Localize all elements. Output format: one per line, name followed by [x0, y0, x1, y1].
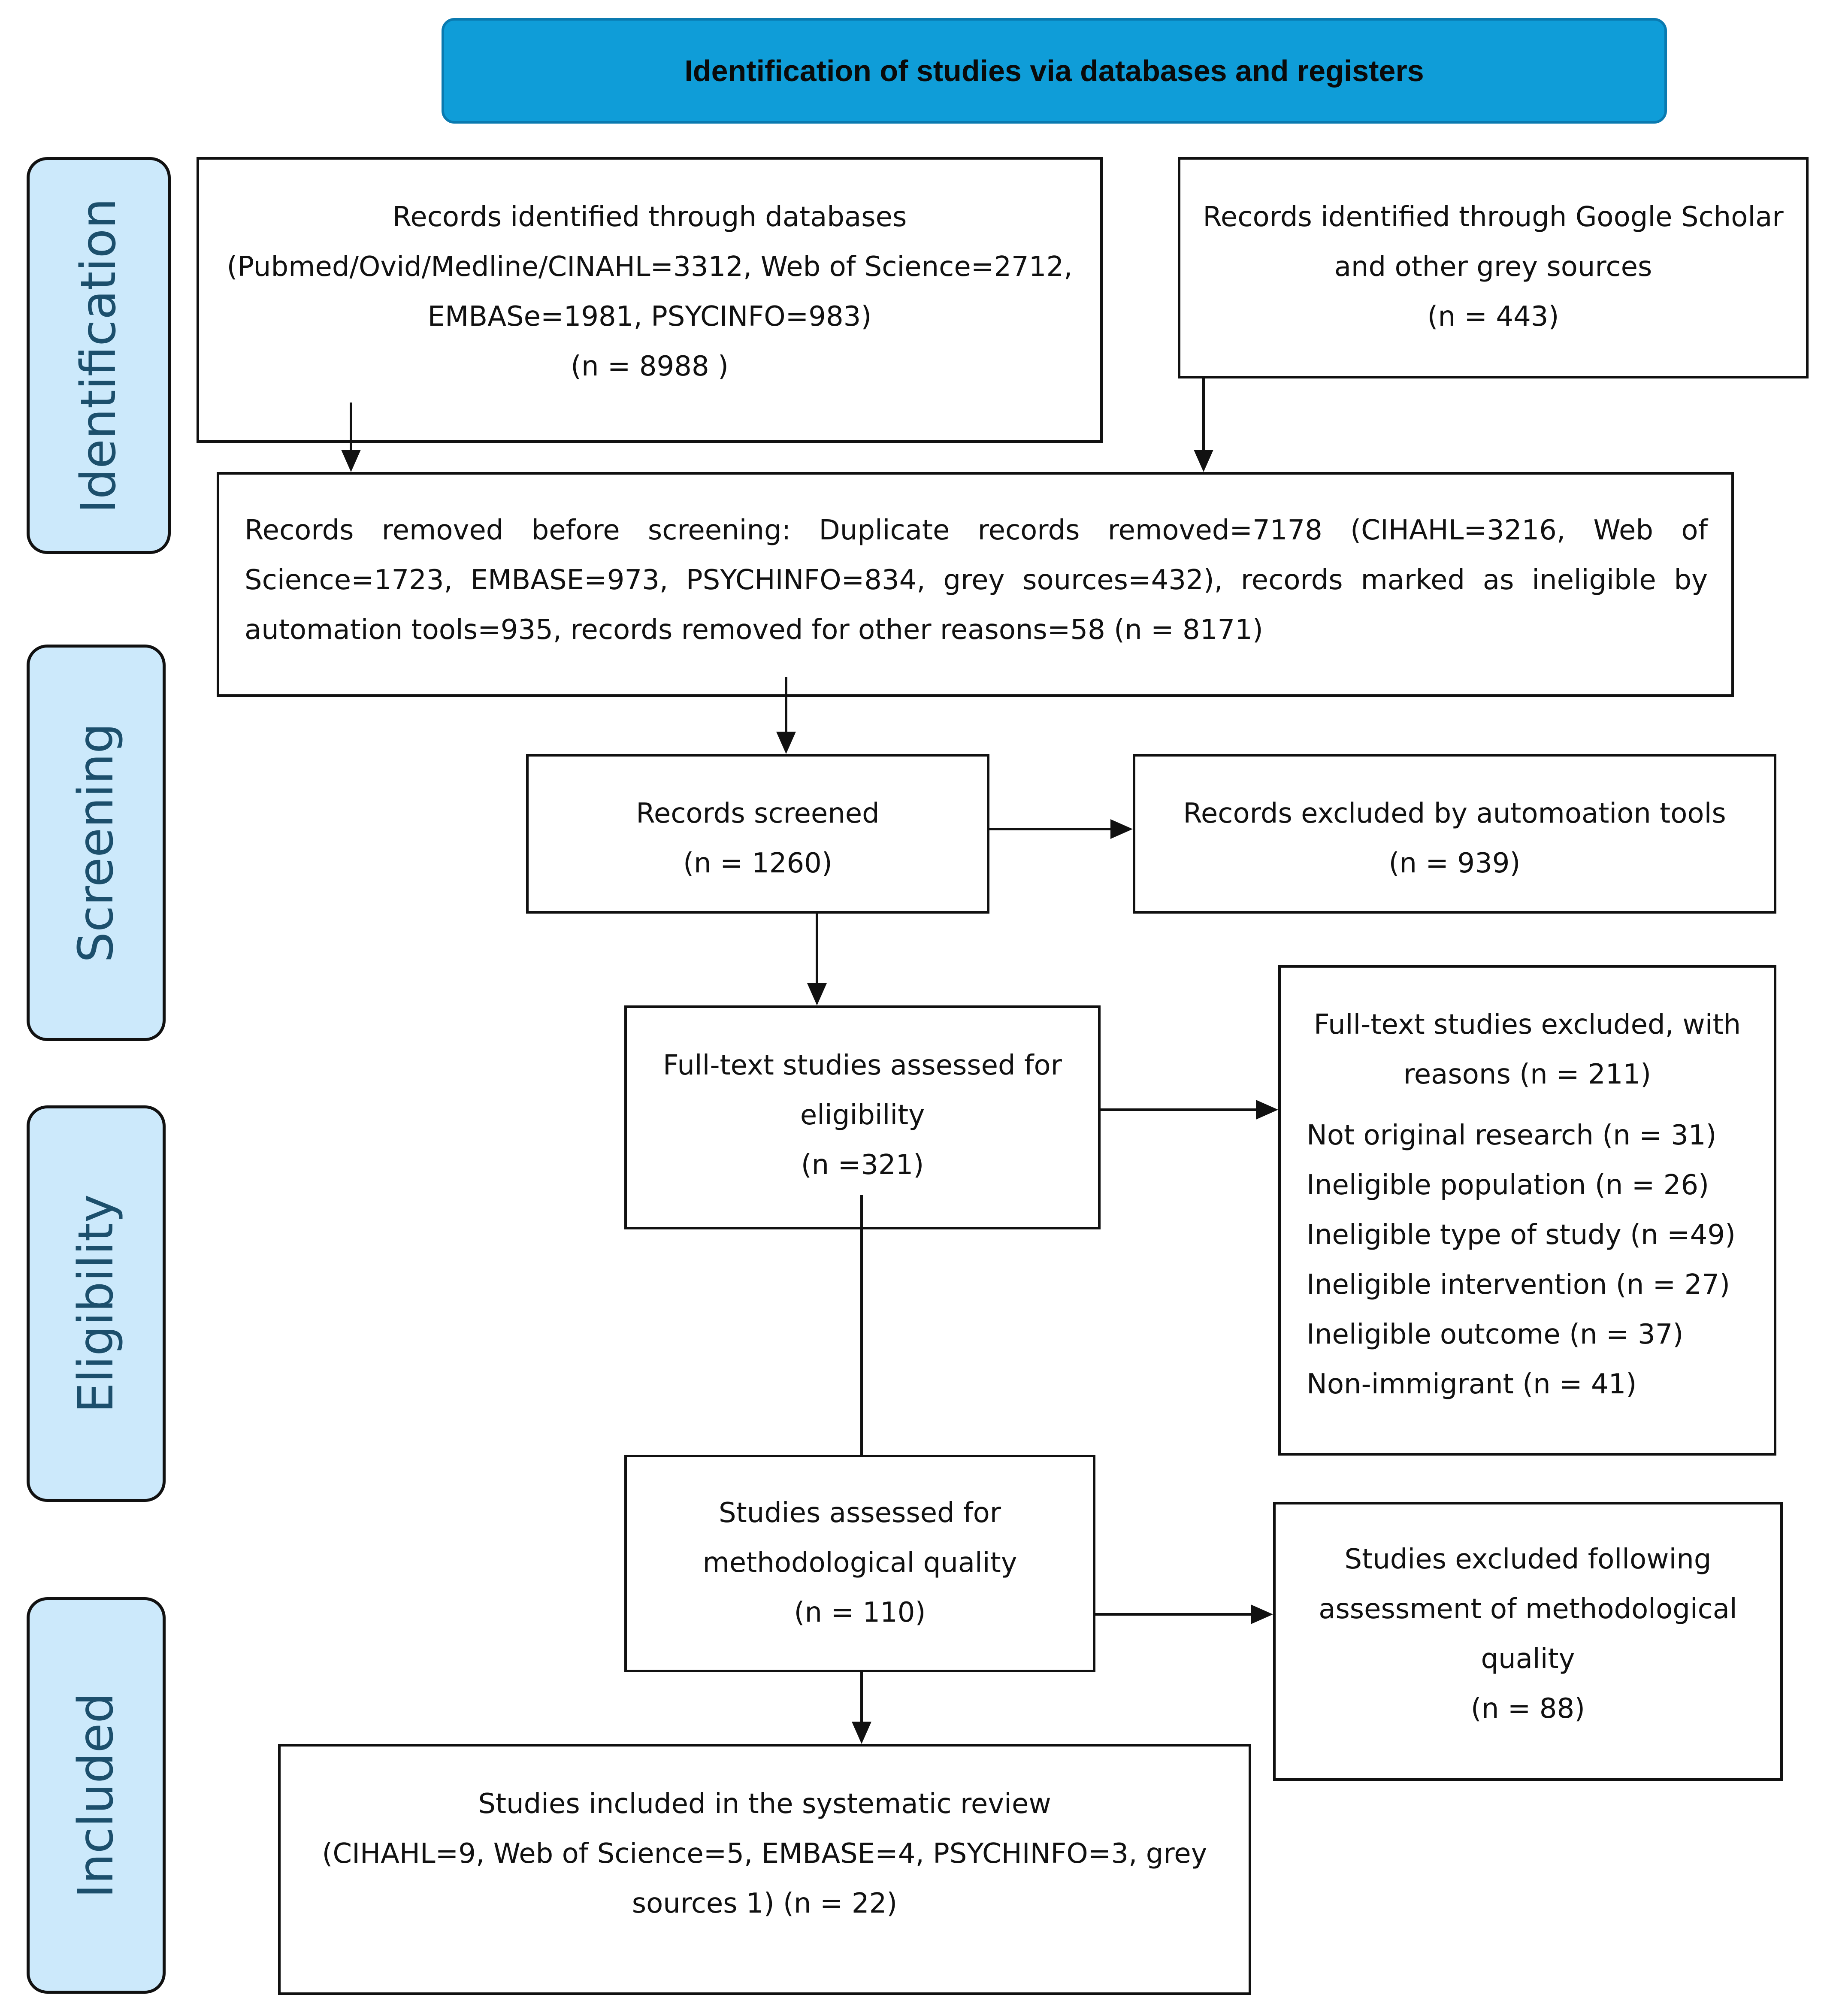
quality-excluded-box [1273, 1502, 1783, 1781]
records-removed-text: Records removed before screening: Duplic… [245, 515, 1708, 646]
databases-line-3: EMBASe=1981, PSYCINFO=983) [427, 301, 872, 333]
quality-assessed-box [624, 1455, 1095, 1672]
included-line-2: (CIHAHL=9, Web of Science=5, EMBASE=4, P… [322, 1838, 1207, 1870]
quality-assessed-line-2: methodological quality [702, 1547, 1017, 1579]
screened-line-1: Records screened [636, 798, 880, 829]
records-screened-text: Records screened (n = 1260) [531, 789, 984, 888]
studies-included-box [278, 1744, 1251, 1995]
included-line-1: Studies included in the systematic revie… [478, 1788, 1051, 1820]
records-removed-box [217, 472, 1734, 697]
full-text-excluded-box [1278, 965, 1776, 1456]
screened-line-2: (n = 1260) [683, 848, 832, 879]
full-text-assessed-line-1: Full-text studies assessed for [663, 1050, 1062, 1081]
header-title: Identification of studies via databases … [684, 54, 1424, 88]
full-text-assessed-text: Full-text studies assessed for eligibili… [629, 1041, 1095, 1190]
phase-included: Included [27, 1597, 166, 1994]
grey-line-2: and other grey sources [1334, 251, 1652, 283]
records-screened-box [526, 754, 989, 914]
arrowhead-databases [341, 450, 361, 472]
full-text-excluded-heading-2: reasons (n = 211) [1403, 1059, 1652, 1090]
grey-line-3: (n = 443) [1427, 301, 1559, 333]
full-text-excluded-reasons: Not original research (n = 31) Ineligibl… [1307, 1111, 1770, 1409]
databases-line-2: (Pubmed/Ovid/Medline/CINAHL=3312, Web of… [227, 251, 1073, 283]
grey-line-1: Records identified through Google Schola… [1203, 201, 1784, 233]
quality-assessed-text: Studies assessed for methodological qual… [629, 1488, 1090, 1638]
arrowhead-grey [1194, 450, 1213, 472]
records-excluded-automation-text: Records excluded by automoation tools (n… [1138, 789, 1771, 888]
arrowhead-included [852, 1722, 871, 1744]
phase-identification: Identification [27, 157, 171, 554]
full-text-excluded-heading: Full-text studies excluded, with reasons… [1283, 1000, 1771, 1099]
phase-screening: Screening [27, 645, 166, 1041]
excluded-automation-line-2: (n = 939) [1388, 848, 1521, 879]
studies-included-text: Studies included in the systematic revie… [283, 1779, 1246, 1928]
reason-item: Ineligible type of study (n =49) [1307, 1219, 1736, 1251]
full-text-assessed-line-3: (n =321) [801, 1149, 924, 1181]
quality-excluded-text: Studies excluded following assessment of… [1278, 1535, 1778, 1734]
quality-excluded-line-4: (n = 88) [1470, 1693, 1585, 1725]
included-line-3: sources 1) (n = 22) [632, 1888, 898, 1919]
records-databases-box [197, 157, 1103, 443]
records-databases-text: Records identified through databases (Pu… [202, 192, 1098, 391]
databases-line-4: (n = 8988 ) [570, 351, 729, 382]
quality-assessed-line-1: Studies assessed for [718, 1497, 1001, 1529]
records-excluded-automation-box [1133, 754, 1776, 914]
excluded-automation-line-1: Records excluded by automoation tools [1183, 798, 1726, 829]
quality-excluded-line-3: quality [1481, 1643, 1575, 1675]
reason-item: Ineligible intervention (n = 27) [1307, 1269, 1730, 1301]
reason-item: Ineligible outcome (n = 37) [1307, 1319, 1684, 1350]
arrowhead-fulltext-excluded [1256, 1100, 1278, 1120]
reason-item: Not original research (n = 31) [1307, 1120, 1717, 1151]
quality-assessed-line-3: (n = 110) [794, 1597, 926, 1629]
databases-line-1: Records identified through databases [392, 201, 907, 233]
full-text-excluded-heading-1: Full-text studies excluded, with [1313, 1009, 1741, 1041]
phase-eligibility: Eligibility [27, 1105, 166, 1502]
full-text-assessed-line-2: eligibility [800, 1099, 925, 1131]
arrowhead-excluded-automation [1110, 819, 1133, 839]
quality-excluded-line-2: assessment of methodological [1319, 1593, 1737, 1625]
records-grey-sources-box [1178, 157, 1809, 378]
arrowhead-screened [776, 732, 796, 754]
arrowhead-fulltext [807, 983, 827, 1005]
records-grey-sources-text: Records identified through Google Schola… [1183, 192, 1803, 342]
quality-excluded-line-1: Studies excluded following [1344, 1544, 1712, 1575]
arrowhead-quality-excluded [1251, 1604, 1273, 1624]
header-banner: Identification of studies via databases … [442, 18, 1667, 124]
reason-item: Non-immigrant (n = 41) [1307, 1368, 1637, 1400]
reason-item: Ineligible population (n = 26) [1307, 1169, 1709, 1201]
